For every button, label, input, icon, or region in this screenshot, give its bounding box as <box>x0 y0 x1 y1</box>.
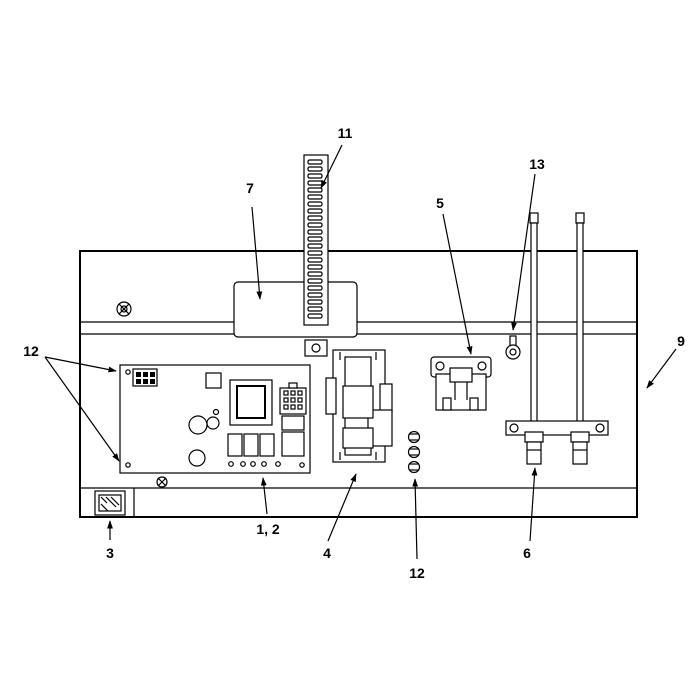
heat-sink-fin <box>307 159 323 165</box>
heat-sink-fin <box>307 201 323 207</box>
heat-sink-fin <box>307 250 323 256</box>
board-capacitor-lower <box>188 449 206 467</box>
leader-12-bottom <box>412 478 419 560</box>
terminal-screw-icon <box>407 445 421 459</box>
callout-11: 11 <box>338 125 353 141</box>
board-capacitor-small <box>206 416 220 430</box>
item-1-2-control-board <box>119 364 311 474</box>
heat-sink-fin <box>307 194 323 200</box>
heat-sink-fin <box>307 236 323 242</box>
heat-sink-fin <box>307 278 323 284</box>
callout-3: 3 <box>106 545 114 561</box>
callout-4: 4 <box>323 545 331 561</box>
item-13-ring-terminal <box>505 335 521 360</box>
item-7-transformer-cover <box>233 281 358 338</box>
item-6-sensor-tubes <box>505 212 609 465</box>
board-ground-screw-icon <box>156 476 168 488</box>
leader-11 <box>320 144 343 189</box>
heat-sink-fin <box>307 166 323 172</box>
callout-12-left: 12 <box>23 343 39 359</box>
heat-sink-fin <box>307 222 323 228</box>
heat-sink-fin <box>307 306 323 312</box>
heat-sink-fin <box>307 271 323 277</box>
board-relays <box>227 415 305 467</box>
heat-sink-fin <box>307 180 323 186</box>
heat-sink-bracket <box>304 339 328 357</box>
heat-sink-fin <box>307 292 323 298</box>
callout-5: 5 <box>436 195 444 211</box>
callout-9: 9 <box>677 333 685 349</box>
panel-screw-icon <box>116 301 132 317</box>
board-capacitor <box>188 415 208 435</box>
item-5-relay <box>430 356 492 411</box>
callout-13: 13 <box>529 156 545 172</box>
panel-outline <box>79 250 638 518</box>
board-connector-6pin <box>132 368 158 387</box>
callout-labels: 11 7 5 13 9 12 1, 2 3 4 12 6 <box>23 125 685 581</box>
callout-12-bottom: 12 <box>409 565 425 581</box>
leader-9 <box>646 348 677 389</box>
leader-12-left-a <box>44 356 117 373</box>
leader-5 <box>442 213 473 355</box>
item-3-fuse-block <box>94 490 126 516</box>
panel-housing <box>79 250 638 518</box>
heat-sink-fin <box>307 243 323 249</box>
leader-lines <box>44 144 677 560</box>
heat-sink-fin <box>307 264 323 270</box>
leader-1-2 <box>260 477 268 515</box>
heat-sink-fins <box>307 159 323 319</box>
item-4-contactor <box>325 349 393 463</box>
heat-sink-fin <box>307 229 323 235</box>
leader-7 <box>251 206 263 300</box>
terminal-screw-icon <box>407 430 421 444</box>
heat-sink-fin <box>307 313 323 319</box>
leader-4 <box>327 473 357 542</box>
heat-sink-fin <box>307 187 323 193</box>
callout-7: 7 <box>246 180 254 196</box>
terminal-screw-icon <box>407 460 421 474</box>
item-11-heat-sink <box>303 154 329 357</box>
heat-sink-fin <box>307 215 323 221</box>
leader-6 <box>529 467 538 542</box>
callout-1-2: 1, 2 <box>256 521 280 537</box>
board-transformer <box>229 379 273 426</box>
heat-sink-fin <box>307 173 323 179</box>
item-12-terminal-screws <box>407 430 421 474</box>
heat-sink-fin <box>307 299 323 305</box>
leader-13 <box>511 173 536 331</box>
heat-sink-fin <box>307 285 323 291</box>
callout-6: 6 <box>523 545 531 561</box>
board-chip <box>205 372 222 389</box>
heat-sink-fin <box>307 257 323 263</box>
leader-12-left-b <box>44 356 120 462</box>
board-connector-9pin <box>279 382 307 415</box>
heat-sink-fin <box>307 208 323 214</box>
